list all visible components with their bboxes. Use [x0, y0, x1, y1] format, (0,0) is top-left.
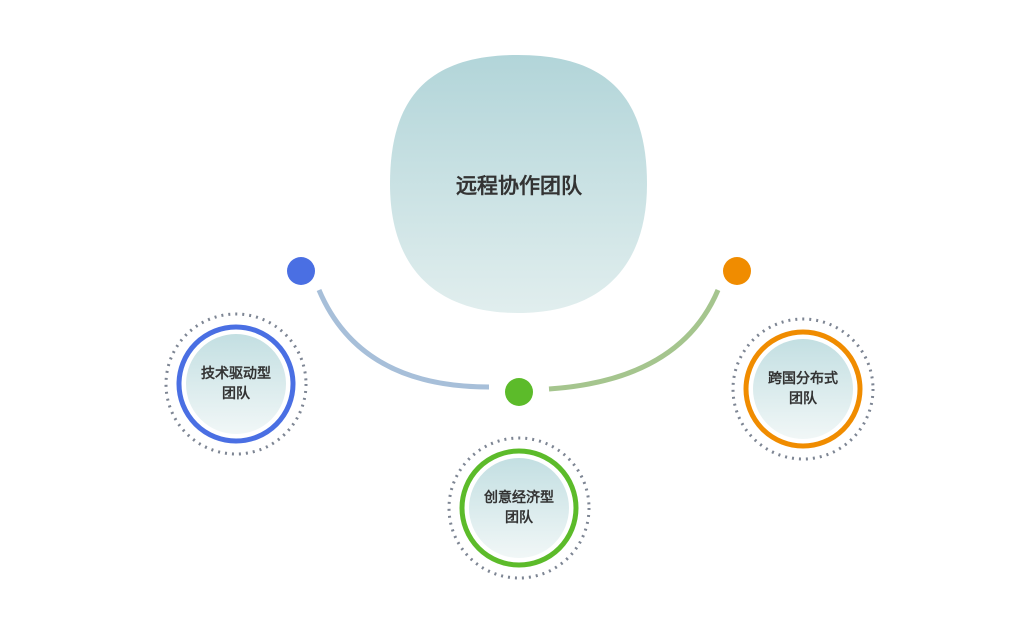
node-label-global: 跨国分布式 团队: [748, 369, 858, 409]
dot-orange: [723, 257, 751, 285]
node-global: [731, 317, 875, 461]
center-title: 远程协作团队: [456, 174, 582, 198]
dot-green: [505, 378, 533, 406]
label-line: 技术驱动型: [201, 366, 271, 382]
center-blob: [390, 55, 647, 313]
label-line: 团队: [789, 391, 817, 407]
label-line: 跨国分布式: [768, 371, 838, 387]
label-line: 创意经济型: [484, 490, 554, 506]
dot-blue: [287, 257, 315, 285]
label-line: 团队: [222, 386, 250, 402]
node-label-tech: 技术驱动型 团队: [181, 364, 291, 404]
arc-left: [316, 289, 490, 390]
node-creative: [447, 436, 591, 580]
arc-right: [548, 289, 721, 392]
node-tech: [164, 312, 308, 456]
node-label-creative: 创意经济型 团队: [464, 488, 574, 528]
label-line: 团队: [505, 510, 533, 526]
